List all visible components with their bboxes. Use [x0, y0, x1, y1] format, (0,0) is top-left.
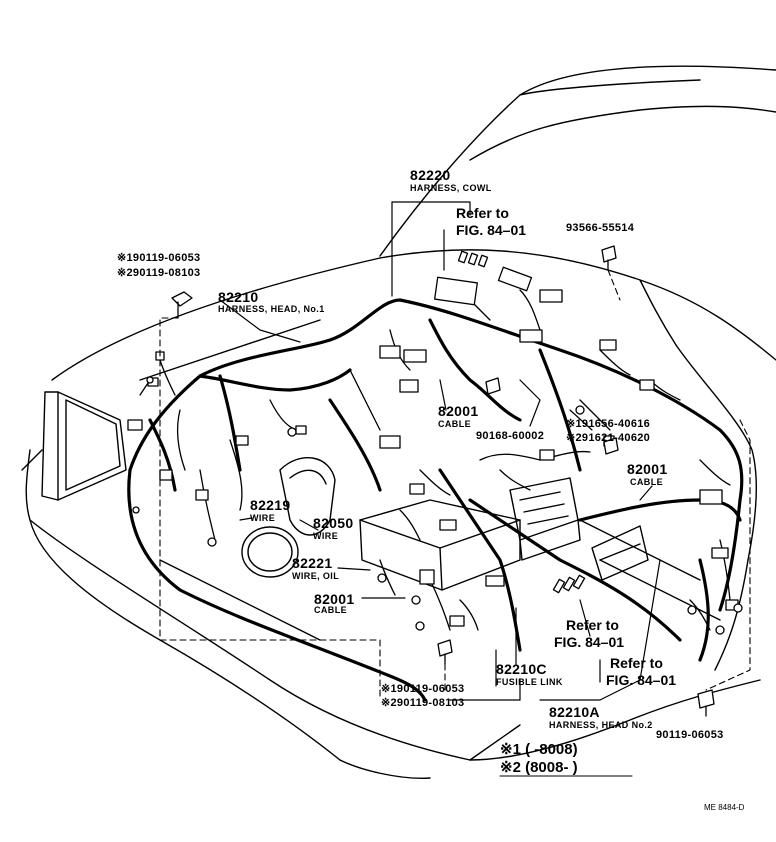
cowl-harness-name: HARNESS, COWL	[410, 183, 492, 193]
bolt-bottom-left-part-2: ※290119-08103	[381, 697, 465, 709]
fusible-links	[457, 250, 586, 594]
ref-right-line2: FIG. 84–01	[606, 672, 677, 688]
cable-left-number: 82001	[314, 591, 355, 607]
bolt-mid-part-2: ※291621-40620	[566, 432, 651, 444]
oil-wire-name: WIRE, OIL	[292, 571, 340, 581]
leader-lines	[219, 201, 661, 701]
legend-note-2: ※2 (8008- )	[500, 759, 578, 776]
bolt-bottom-right	[697, 689, 715, 717]
ref-right-line1: Refer to	[610, 655, 663, 671]
cable-center-name: CABLE	[438, 419, 471, 429]
clip-mid-part: 90168-60002	[476, 430, 545, 442]
head2-harness-number: 82210A	[549, 704, 600, 720]
fasteners	[171, 245, 715, 717]
bolt-top-left-part-2: ※290119-08103	[117, 267, 201, 279]
head2-harness-name: HARNESS, HEAD No.2	[549, 720, 653, 730]
clip-top-right	[601, 245, 617, 271]
ref-mid-line2: FIG. 84–01	[554, 634, 625, 650]
legend-note-1: ※1 ( -8008)	[500, 741, 578, 758]
wire2-number: 82050	[313, 515, 354, 531]
fusible-link-number: 82210C	[496, 661, 547, 677]
bolt-top-left-part-1: ※190119-06053	[117, 252, 201, 264]
ref-mid-line1: Refer to	[566, 617, 619, 633]
bolt-top-left	[171, 291, 193, 319]
wire-name: WIRE	[250, 513, 276, 523]
fusible-link-name: FUSIBLE LINK	[496, 677, 563, 687]
bolt-bottom-left-part-1: ※190119-06053	[381, 683, 465, 695]
head1-harness-number: 82210	[218, 289, 259, 305]
ref-top-line1: Refer to	[456, 205, 509, 221]
oil-wire-number: 82221	[292, 555, 333, 571]
bolt-mid-part-1: ※191656-40616	[566, 418, 651, 430]
cowl-harness-number: 82220	[410, 167, 451, 183]
harness-branches	[139, 289, 731, 631]
cable-right-name: CABLE	[630, 477, 663, 487]
bolt-mid-right	[603, 437, 619, 455]
wire2-name: WIRE	[313, 531, 339, 541]
harness-main-runs	[127, 298, 744, 702]
cable-left-name: CABLE	[314, 605, 347, 615]
dashed-leaders	[159, 269, 751, 701]
head1-harness-name: HARNESS, HEAD, No.1	[218, 304, 325, 314]
bolt-bottom-left	[437, 639, 453, 665]
terminals	[132, 376, 743, 635]
connectors	[127, 266, 739, 627]
cable-right-number: 82001	[627, 461, 668, 477]
ref-top-line2: FIG. 84–01	[456, 222, 527, 238]
bolt-center	[485, 377, 501, 395]
vehicle-body-outline	[21, 65, 776, 779]
clip-top-right-part: 93566-55514	[566, 222, 635, 234]
figure-code: ME 8484-D	[704, 803, 745, 812]
bolt-bottom-right-part: 90119-06053	[656, 729, 724, 741]
wire-number: 82219	[250, 497, 291, 513]
cable-center-number: 82001	[438, 403, 479, 419]
